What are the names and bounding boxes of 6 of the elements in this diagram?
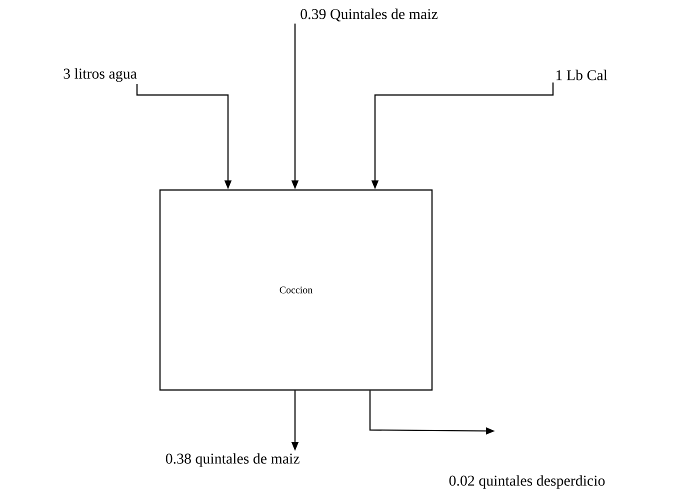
process-box: Coccion (159, 189, 433, 391)
flow-label: 1 Lb Cal (556, 70, 608, 80)
flow-label: 0.02 quintales desperdicio (449, 475, 605, 489)
flow-label: 3 litros agua (64, 68, 137, 82)
flow-label: 0.39 Quintales de maiz (300, 8, 438, 22)
flow-label: 0.38 quintales de maiz (166, 453, 300, 467)
